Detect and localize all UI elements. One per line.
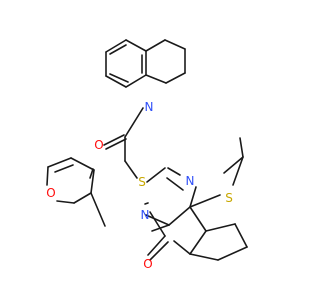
bond-45 [217, 246, 248, 261]
bond-1 [125, 39, 147, 52]
bond-28 [54, 164, 74, 173]
bond-19 [146, 167, 166, 183]
bond-40 [189, 206, 207, 232]
bond-22 [70, 157, 95, 171]
bond-14 [103, 134, 125, 146]
bond-23 [47, 157, 72, 168]
bond-20 [90, 192, 106, 227]
bond-47 [147, 235, 166, 256]
bond-43 [205, 223, 236, 232]
bond-29 [167, 167, 181, 176]
bond-34 [144, 202, 149, 205]
bond-13 [145, 74, 167, 84]
bond-36 [189, 194, 221, 208]
bond-7 [109, 73, 129, 83]
bond-21 [90, 169, 95, 194]
amide-nitrogen-label: N [145, 100, 154, 114]
bond-9 [145, 39, 166, 52]
bond-25 [56, 200, 75, 204]
bond-24 [46, 166, 49, 186]
bond-27 [89, 168, 94, 179]
thiophene-sulfur-label: S [225, 191, 233, 205]
bond-0 [105, 39, 127, 53]
bond-33 [145, 214, 170, 226]
bond-10 [164, 39, 186, 50]
carbonyl-oxygen-top-label: O [94, 138, 103, 152]
thioether-sulfur-label: S [138, 175, 146, 189]
bond-32 [168, 206, 191, 226]
carbonyl-oxygen-bottom-label: O [143, 257, 152, 271]
bond-44 [234, 223, 248, 248]
bond-42 [173, 240, 191, 255]
furan-oxygen-label: O [46, 186, 55, 200]
bond-3 [125, 74, 147, 88]
bond-46 [189, 253, 219, 261]
bond-30 [166, 177, 184, 191]
bond-41 [189, 230, 207, 255]
bond-49 [149, 211, 166, 237]
bond-39 [223, 156, 244, 174]
bond-18 [124, 160, 138, 179]
bond-48 [149, 241, 169, 261]
bond-38 [239, 137, 244, 158]
bond-15 [105, 138, 127, 150]
pyrimidine-nitrogen-top-label: N [186, 174, 195, 188]
bond-16 [124, 107, 144, 138]
bond-26 [73, 192, 92, 204]
bond-37 [232, 156, 244, 186]
molecule-structure-diagram: O N S N S N O O [46, 39, 248, 271]
bond-6 [109, 44, 127, 55]
pyrimidine-nitrogen-bottom-label: N [141, 208, 150, 222]
bond-lines [46, 39, 248, 261]
bond-12 [165, 72, 186, 84]
bond-31 [189, 186, 197, 208]
atom-labels: O N S N S N O O [46, 100, 233, 271]
bond-4 [105, 75, 127, 88]
